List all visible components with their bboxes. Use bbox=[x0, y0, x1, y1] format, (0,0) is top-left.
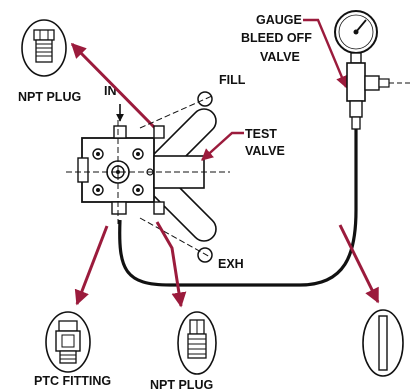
fill-label: FILL bbox=[219, 73, 246, 87]
arrow-to-ptc-fitting bbox=[74, 225, 109, 306]
test-valve-pointer bbox=[201, 131, 244, 161]
npt-plug-bottom-label: NPT PLUG bbox=[150, 378, 213, 392]
tubing-line bbox=[118, 129, 358, 287]
arrow-to-tube-insert bbox=[338, 224, 380, 304]
npt-plug-top-label: NPT PLUG bbox=[18, 90, 81, 104]
pressure-gauge-icon bbox=[334, 10, 411, 130]
arrow-to-npt-plug-bottom bbox=[155, 221, 187, 308]
ptc-fitting-label: PTC FITTING bbox=[34, 374, 111, 388]
npt-plug-icon bbox=[21, 19, 67, 77]
test-valve-icon bbox=[66, 91, 230, 263]
test-valve-label-line2: VALVE bbox=[245, 144, 285, 158]
gauge-label-line3: VALVE bbox=[260, 50, 300, 64]
npt-plug-icon bbox=[177, 311, 217, 375]
ptc-fitting-icon bbox=[45, 311, 91, 373]
tube-insert-icon bbox=[362, 309, 404, 377]
gauge-label-line1: GAUGE bbox=[256, 13, 302, 27]
arrow-to-npt-plug-top bbox=[70, 42, 157, 130]
exh-label: EXH bbox=[218, 257, 244, 271]
gauge-label-line2: BLEED OFF bbox=[241, 31, 312, 45]
test-valve-label-line1: TEST bbox=[245, 127, 277, 141]
gauge-pointer bbox=[303, 18, 348, 89]
